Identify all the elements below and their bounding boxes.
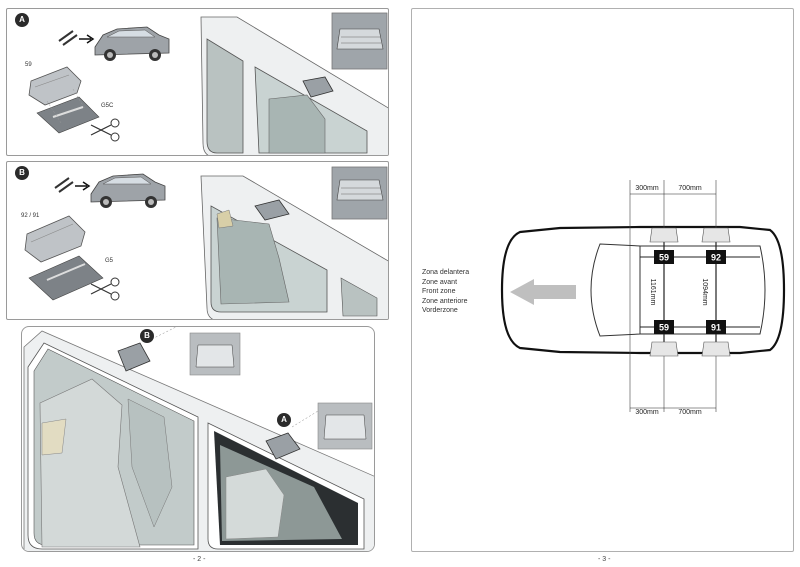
right-page-number: - 3 - (598, 556, 611, 563)
dim-bottom-300: 300mm (635, 409, 659, 416)
dim-top-700: 700mm (678, 185, 702, 192)
step-a-badge: A (15, 13, 29, 27)
foot-rear-right-label: 91 (711, 323, 721, 333)
step-a-illustration (28, 12, 388, 155)
step-b-panel: B 92 / 91 G5 (6, 161, 389, 320)
foot-front-left-label: 59 (659, 253, 669, 263)
step-a-part-number: 59 (25, 62, 32, 68)
step-c-illustration (23, 327, 374, 551)
step-b-kit-label: G5 (105, 258, 114, 264)
zone-label-es: Zona delantera (422, 269, 470, 276)
left-page-number: - 2 - (193, 556, 206, 563)
step-b-illustration (24, 166, 388, 319)
step-a-panel: A 59 G5C (6, 8, 389, 156)
dim-width-1161: 1161mm (649, 279, 656, 306)
front-zone-labels: Zona delantera Zone avant Front zone Zon… (422, 268, 469, 316)
zone-label-de: Vorderzone (422, 307, 458, 314)
dim-width-1094: 1094mm (701, 278, 708, 305)
zone-label-it: Zone anteriore (422, 297, 468, 305)
foot-front-right-label: 92 (711, 253, 721, 263)
step-c-panel: B A (21, 326, 375, 552)
step-c-badge-b: B (140, 329, 154, 343)
step-b-part-number: 92 / 91 (21, 213, 40, 219)
step-c-badge-a: A (277, 413, 291, 427)
step-b-badge: B (15, 166, 29, 180)
zone-label-en: Front zone (422, 288, 456, 295)
step-a-kit-label: G5C (101, 103, 114, 109)
zone-label-fr: Zone avant (422, 278, 458, 286)
dim-top-300: 300mm (635, 185, 659, 192)
foot-rear-left-label: 59 (659, 323, 669, 333)
dim-bottom-700: 700mm (678, 409, 702, 416)
